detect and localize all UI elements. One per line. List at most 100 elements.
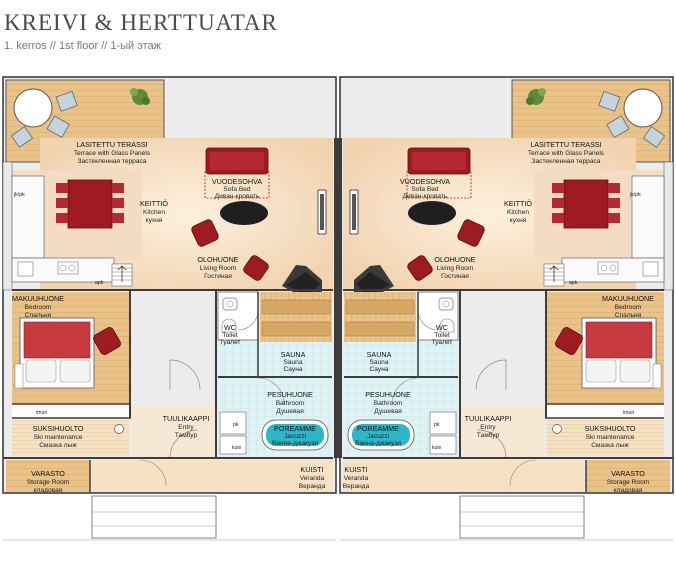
svg-text:Душевая: Душевая [276, 408, 304, 415]
sofa-label-right: VUODESOHVA Sofa Bed Диван-кровать [400, 177, 450, 200]
svg-text:POREAMME: POREAMME [357, 424, 399, 433]
fixture-apk-left: apk [95, 280, 104, 286]
sauna-label-left: SAUNA Sauna Сауна [281, 350, 306, 373]
ski-label-left: SUKSIHUOLTO Ski maintenance Смазка лыж [33, 424, 84, 449]
svg-text:Living Room: Living Room [437, 265, 474, 272]
entry-label-right: TUULIKAAPPI Entry Тамбур [465, 414, 512, 439]
svg-text:Storage Room: Storage Room [27, 479, 70, 486]
svg-text:WC: WC [436, 323, 448, 332]
terrace-label-right: LASITETTU TERASSI Terrace with Glass Pan… [528, 140, 605, 165]
svg-text:KEITTIÖ: KEITTIÖ [140, 199, 168, 208]
svg-text:Storage Room: Storage Room [607, 479, 650, 486]
svg-text:VARASTO: VARASTO [31, 469, 65, 478]
svg-text:Тамбур: Тамбур [477, 431, 500, 439]
svg-text:Bedroom: Bedroom [615, 304, 642, 311]
jacuzzi-label-left: POREAMME Jacuzzi Ванна-джакузи [272, 424, 318, 447]
svg-text:Туалет: Туалет [220, 339, 241, 346]
svg-text:MAKUUHUONE: MAKUUHUONE [12, 294, 64, 303]
svg-text:Сауна: Сауна [369, 366, 388, 373]
sauna-label-right: SAUNA Sauna Сауна [367, 350, 392, 373]
svg-text:SAUNA: SAUNA [367, 350, 392, 359]
veranda-label-left: KUISTI Veranda Веранда [299, 465, 326, 490]
svg-text:Sauna: Sauna [283, 359, 302, 366]
svg-text:кухня: кухня [146, 217, 163, 224]
fixture-pk-left: pk [233, 422, 239, 428]
fixture-pk-right: pk [434, 422, 440, 428]
svg-text:Entry: Entry [178, 424, 194, 431]
svg-text:Bathroom: Bathroom [374, 400, 403, 407]
svg-text:OLOHUONE: OLOHUONE [197, 255, 238, 264]
fixture-kuiv-left: kuiv [232, 445, 242, 451]
svg-text:Bathroom: Bathroom [276, 400, 305, 407]
svg-text:PESUHUONE: PESUHUONE [267, 390, 313, 399]
svg-text:Спальня: Спальня [615, 312, 642, 319]
page-title: KREIVI & HERTTUATAR [4, 10, 278, 35]
fixture-imuri-left: imuri [36, 410, 47, 416]
svg-text:Veranda: Veranda [300, 475, 325, 482]
svg-text:кухня: кухня [510, 217, 527, 224]
svg-text:Entry: Entry [480, 424, 496, 431]
svg-text:Веранда: Веранда [343, 483, 370, 490]
svg-text:Ванна-джакузи: Ванна-джакузи [355, 440, 401, 447]
svg-text:Ванна-джакузи: Ванна-джакузи [272, 440, 318, 447]
svg-text:Sofa Bed: Sofa Bed [411, 186, 438, 193]
svg-text:LASITETTU TERASSI: LASITETTU TERASSI [76, 140, 147, 149]
svg-text:WC: WC [224, 323, 236, 332]
svg-text:Sofa Bed: Sofa Bed [223, 186, 250, 193]
svg-text:Диван-кровать: Диван-кровать [215, 193, 260, 200]
svg-text:VUODESOHVA: VUODESOHVA [212, 177, 262, 186]
svg-text:OLOHUONE: OLOHUONE [434, 255, 475, 264]
bathroom-label-left: PESUHUONE Bathroom Душевая [267, 390, 313, 415]
svg-text:Сауна: Сауна [283, 366, 302, 373]
svg-text:LASITETTU TERASSI: LASITETTU TERASSI [530, 140, 601, 149]
svg-text:кладовая: кладовая [614, 487, 643, 494]
svg-text:Гостиная: Гостиная [204, 273, 232, 280]
svg-text:Застекленная терраса: Застекленная терраса [532, 158, 601, 165]
svg-text:Диван-кровать: Диван-кровать [403, 193, 448, 200]
svg-text:VUODESOHVA: VUODESOHVA [400, 177, 450, 186]
svg-text:KUISTI: KUISTI [344, 465, 367, 474]
svg-text:Terrace with Glass Panels: Terrace with Glass Panels [528, 150, 605, 157]
veranda-label-right: KUISTI Veranda Веранда [343, 465, 370, 490]
svg-text:Ski maintenance: Ski maintenance [34, 434, 83, 441]
svg-text:Спальня: Спальня [25, 312, 52, 319]
svg-text:TUULIKAAPPI: TUULIKAAPPI [163, 414, 210, 423]
svg-text:Смазка лыж: Смазка лыж [39, 442, 77, 449]
svg-text:TUULIKAAPPI: TUULIKAAPPI [465, 414, 512, 423]
svg-text:Toilet: Toilet [434, 332, 450, 339]
living-label-left: OLOHUONE Living Room Гостиная [197, 255, 238, 280]
jacuzzi-label-right: POREAMME Jacuzzi Ванна-джакузи [355, 424, 401, 447]
svg-text:Toilet: Toilet [222, 332, 238, 339]
svg-text:SUKSIHUOLTO: SUKSIHUOLTO [33, 424, 84, 433]
wc-label-right: WC Toilet Туалет [432, 323, 453, 346]
living-label-right: OLOHUONE Living Room Гостиная [434, 255, 475, 280]
svg-text:POREAMME: POREAMME [274, 424, 316, 433]
storage-label-right: VARASTO Storage Room кладовая [607, 469, 650, 494]
svg-text:Застекленная терраса: Застекленная терраса [78, 158, 147, 165]
storage-label-left: VARASTO Storage Room кладовая [27, 469, 70, 494]
svg-text:PESUHUONE: PESUHUONE [365, 390, 411, 399]
svg-text:KEITTIÖ: KEITTIÖ [504, 199, 532, 208]
svg-text:Jacuzzi: Jacuzzi [367, 433, 390, 440]
svg-text:KUISTI: KUISTI [300, 465, 323, 474]
svg-text:VARASTO: VARASTO [611, 469, 645, 478]
svg-text:Kitchen: Kitchen [143, 209, 165, 216]
fixture-kuiv-right: kuiv [432, 445, 442, 451]
page-subtitle: 1. kerros // 1st floor // 1-ый этаж [4, 40, 162, 52]
svg-text:MAKUUHUONE: MAKUUHUONE [602, 294, 654, 303]
svg-text:Туалет: Туалет [432, 339, 453, 346]
bathroom-label-right: PESUHUONE Bathroom Душевая [365, 390, 411, 415]
bedroom-label-left: MAKUUHUONE Bedroom Спальня [12, 294, 64, 319]
svg-text:Веранда: Веранда [299, 483, 326, 490]
fixture-jkpk-left: jk/pk [13, 192, 25, 198]
svg-text:Ski maintenance: Ski maintenance [586, 434, 635, 441]
entry-label-left: TUULIKAAPPI Entry Тамбур [163, 414, 210, 439]
svg-text:Смазка лыж: Смазка лыж [591, 442, 629, 449]
svg-text:Душевая: Душевая [374, 408, 402, 415]
svg-text:Тамбур: Тамбур [175, 431, 198, 439]
fixture-jkpk-right: jk/pk [629, 192, 641, 198]
svg-text:Sauna: Sauna [369, 359, 388, 366]
kitchen-label-left: KEITTIÖ Kitchen кухня [140, 199, 168, 224]
bedroom-label-right: MAKUUHUONE Bedroom Спальня [602, 294, 654, 319]
